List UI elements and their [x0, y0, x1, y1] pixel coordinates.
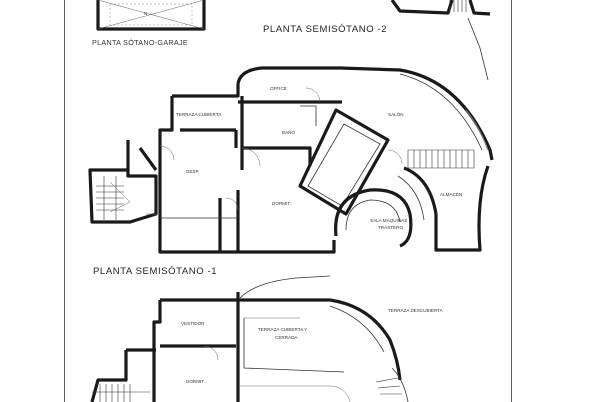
room-office: OFFICE [270, 86, 287, 91]
garage-title: PLANTA SÓTANO-GARAJE [92, 38, 188, 47]
semisotano1-title: PLANTA SEMISÓTANO -1 [93, 266, 217, 277]
room-sala-maquinas: SALA MÁQUINAS [370, 217, 407, 223]
room-bano: BAÑO [282, 129, 295, 135]
room-trastero: TRASTERO [378, 225, 403, 230]
top-right-fragment [390, 0, 491, 81]
room-vestidor: VESTIDOR [181, 321, 205, 326]
room-dormit: DORMIT. [272, 201, 291, 206]
room-almacen: ALMACÉN [440, 191, 462, 197]
room-salon: SALÓN [388, 111, 404, 117]
room-desp: DESP. [186, 169, 199, 174]
room-dormit-1: DORMIT. [186, 379, 205, 384]
garage-plan: N [96, 0, 206, 31]
svg-text:N: N [144, 11, 147, 16]
semisotano1-plan [90, 275, 409, 402]
room-terraza-cubierta: TERRAZA CUBIERTA Y [258, 327, 307, 332]
semisotano2-plan [88, 66, 494, 254]
room-cerrada: CERRADA [275, 335, 298, 340]
room-terraza: TERRAZA CUBIERTA [176, 112, 222, 117]
room-terraza-descubierta: TERRAZA DESCUBIERTA [388, 308, 444, 313]
semisotano2-title: PLANTA SEMISÓTANO -2 [263, 24, 387, 35]
